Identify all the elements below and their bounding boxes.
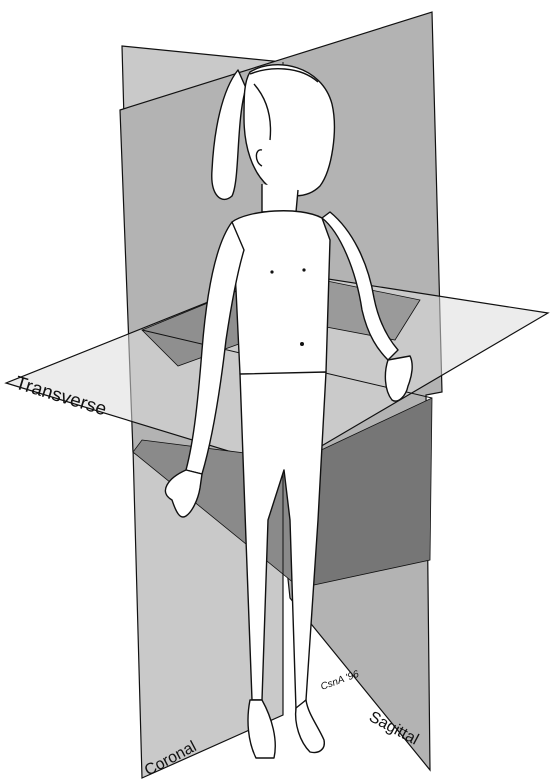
artist-signature: CsnA '96 — [319, 669, 361, 693]
